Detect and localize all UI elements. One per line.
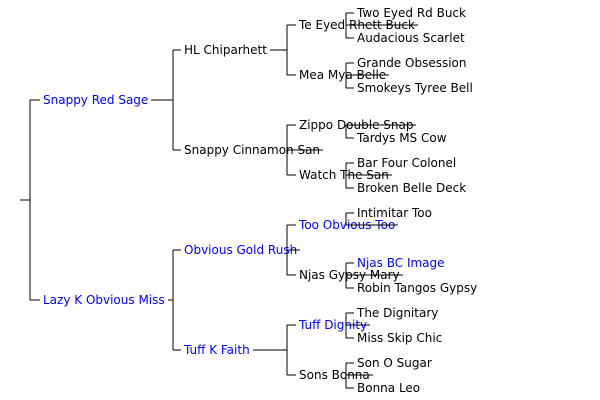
pedigree-name-gen1[interactable]: Lazy K Obvious Miss bbox=[43, 293, 165, 307]
pedigree-name-gen2: Snappy Cinnamon San bbox=[184, 143, 320, 157]
pedigree-name-gen4: Robin Tangos Gypsy bbox=[357, 281, 477, 295]
pedigree-name-gen3[interactable]: Tuff Dignity bbox=[298, 318, 367, 332]
pedigree-name-gen4: Bonna Leo bbox=[357, 381, 420, 395]
pedigree-name-gen4: Bar Four Colonel bbox=[357, 156, 456, 170]
pedigree-name-gen4: Tardys MS Cow bbox=[356, 131, 447, 145]
pedigree-name-gen4: Intimitar Too bbox=[357, 206, 432, 220]
pedigree-name-gen4: Miss Skip Chic bbox=[357, 331, 442, 345]
pedigree-name-gen4: The Dignitary bbox=[356, 306, 438, 320]
pedigree-name-gen4: Broken Belle Deck bbox=[357, 181, 466, 195]
pedigree-name-gen2[interactable]: Obvious Gold Rush bbox=[184, 243, 297, 257]
pedigree-name-gen4: Audacious Scarlet bbox=[357, 31, 465, 45]
pedigree-name-gen4: Smokeys Tyree Bell bbox=[357, 81, 473, 95]
pedigree-name-gen2[interactable]: Tuff K Faith bbox=[183, 343, 250, 357]
pedigree-name-gen4: Grande Obsession bbox=[357, 56, 467, 70]
pedigree-name-gen3: Sons Bonna bbox=[299, 368, 370, 382]
pedigree-name-gen4: Son O Sugar bbox=[357, 356, 432, 370]
pedigree-name-gen4: Two Eyed Rd Buck bbox=[356, 6, 466, 20]
pedigree-name-gen4[interactable]: Njas BC Image bbox=[357, 256, 445, 270]
pedigree-name-gen1[interactable]: Snappy Red Sage bbox=[43, 93, 148, 107]
pedigree-name-gen3: Watch The San bbox=[299, 168, 389, 182]
pedigree-name-gen3: Mea Mya Belle bbox=[299, 68, 386, 82]
pedigree-name-gen2: HL Chiparhett bbox=[184, 43, 267, 57]
